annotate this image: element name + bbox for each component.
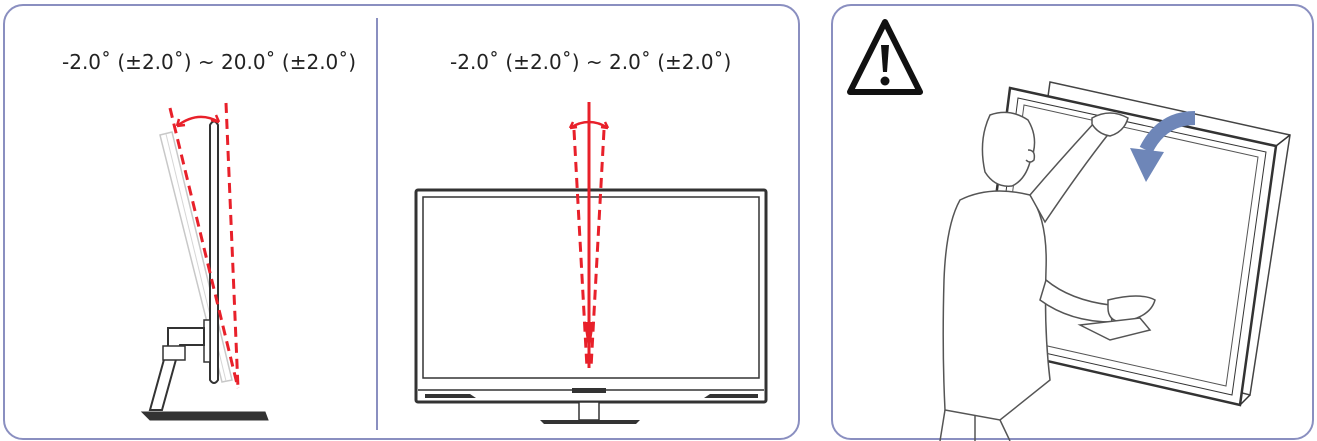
front-view-swivel-guides [568,102,610,369]
side-view-tilt-guides [168,102,240,389]
side-tilt-range-label: -2.0˚ (±2.0˚) ~ 20.0˚ (±2.0˚) [62,50,357,74]
front-swivel-range-label: -2.0˚ (±2.0˚) ~ 2.0˚ (±2.0˚) [450,50,732,74]
warning-triangle-icon [847,19,923,95]
panel-divider [376,18,378,430]
front-view-monitor [414,188,768,424]
person-lifting-monitor [939,111,1156,441]
side-view-monitor [140,120,269,421]
curved-arrow-icon [1130,111,1196,182]
